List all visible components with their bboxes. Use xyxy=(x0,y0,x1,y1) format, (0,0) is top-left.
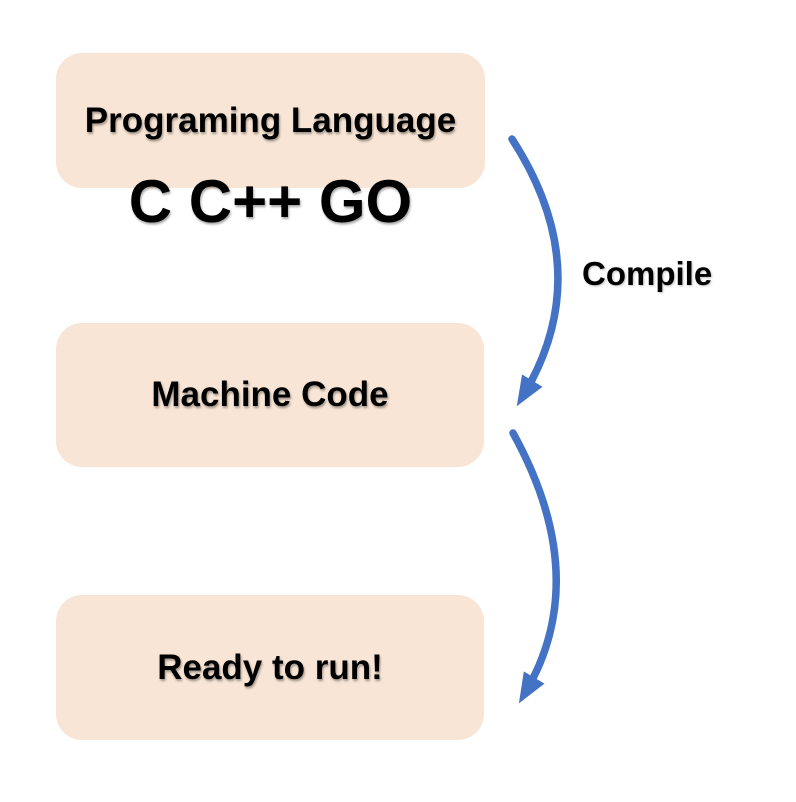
node-label-ready-to-run: Ready to run! xyxy=(157,647,383,687)
node-ready-to-run: Ready to run! xyxy=(56,595,484,740)
arrow-label-compile: Compile xyxy=(582,255,713,292)
arrow-run-icon xyxy=(509,429,560,704)
arrow-compile-icon xyxy=(508,135,562,407)
caption-language-examples: C C++ GO xyxy=(128,168,413,235)
node-label-programming-language: Programing Language xyxy=(84,100,457,140)
node-machine-code: Machine Code xyxy=(56,323,484,467)
node-label-machine-code: Machine Code xyxy=(151,375,389,414)
node-programming-language: Programing Language xyxy=(56,53,485,188)
